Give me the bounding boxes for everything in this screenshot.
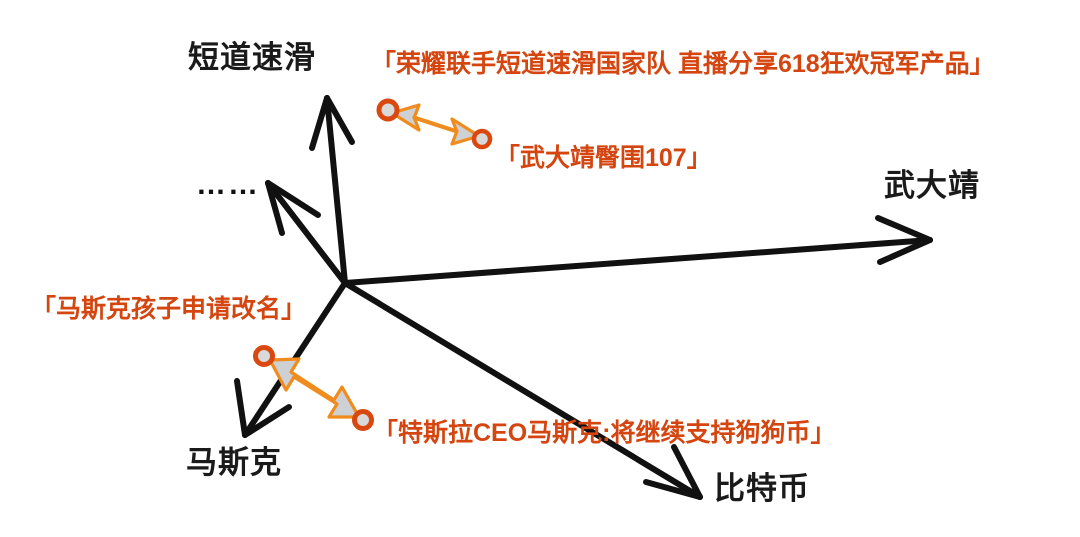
entity-label-musk: 马斯克 <box>186 445 282 480</box>
event-marker-group <box>253 98 493 431</box>
entity-label-ellipsis: …… <box>196 168 260 201</box>
entity-label-short-track-speed-skating: 短道速滑 <box>188 40 316 75</box>
edge-to-short-track-speed-skating <box>309 95 355 286</box>
event-marker-wu-dajing-hip-107[interactable] <box>471 128 493 150</box>
event-label-honor-short-track-livestream: 「荣耀联手短道速滑国家队 直播分享618狂欢冠军产品」 <box>371 50 995 78</box>
event-marker-musk-child-rename[interactable] <box>253 345 275 367</box>
event-marker-tesla-ceo-musk-dogecoin[interactable] <box>352 409 374 431</box>
event-label-tesla-ceo-musk-dogecoin: 「特斯拉CEO马斯克:将继续支持狗狗币」 <box>373 419 836 447</box>
edge-group <box>234 95 933 500</box>
event-label-musk-child-rename: 「马斯克孩子申请改名」 <box>31 295 307 323</box>
edge-to-ellipsis <box>265 180 348 286</box>
edge-to-wu-dajing <box>342 215 933 286</box>
entity-label-wu-dajing: 武大靖 <box>884 168 980 203</box>
relation-arrow-top <box>390 103 481 146</box>
event-label-wu-dajing-hip-107: 「武大靖臀围107」 <box>495 144 712 172</box>
event-marker-honor-short-track-livestream[interactable] <box>376 98 400 122</box>
edge-to-bitcoin <box>342 280 703 500</box>
entity-label-bitcoin: 比特币 <box>714 471 810 506</box>
